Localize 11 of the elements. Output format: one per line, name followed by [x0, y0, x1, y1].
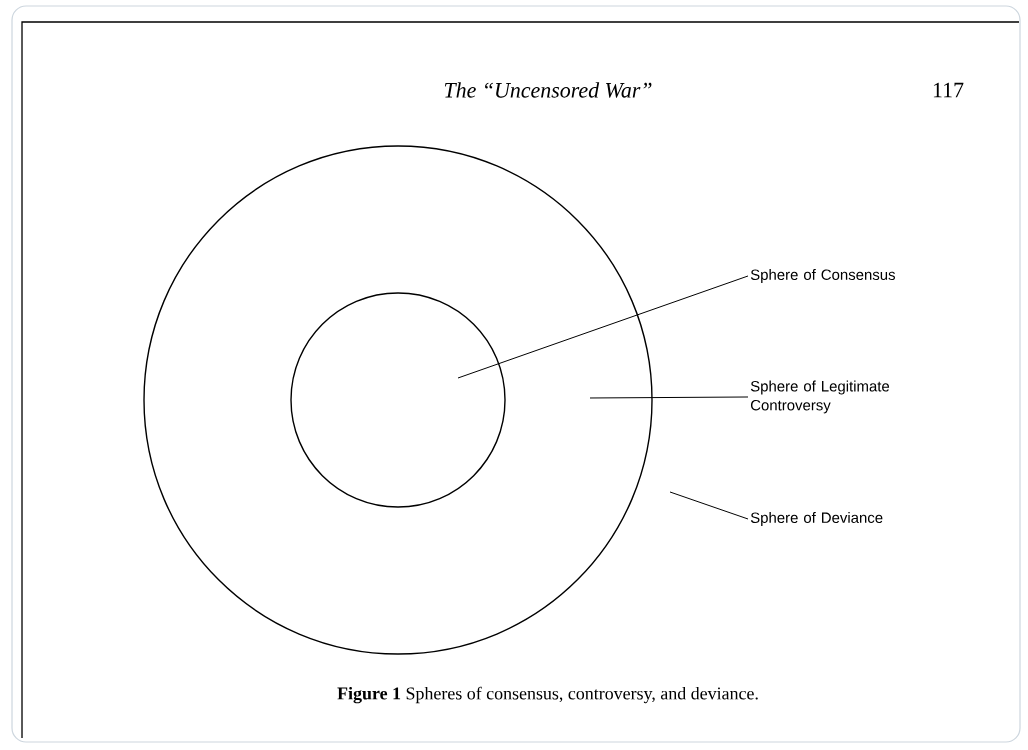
circle [143, 145, 653, 655]
running-head: The “Uncensored War” [444, 82, 652, 98]
sphere-label: Sphere of Legitimate Controversy [750, 380, 890, 414]
figure-caption: Figure 1 Spheres of consensus, controversy, and deviance. [337, 686, 758, 704]
sphere-label: Sphere of Deviance [750, 512, 883, 526]
sphere-label: Sphere of Consensus [750, 269, 895, 283]
circle [290, 292, 506, 508]
page-number: 117 [933, 82, 964, 98]
leader-line [589, 396, 749, 399]
leader-line [669, 491, 749, 520]
leader-line [457, 275, 749, 379]
